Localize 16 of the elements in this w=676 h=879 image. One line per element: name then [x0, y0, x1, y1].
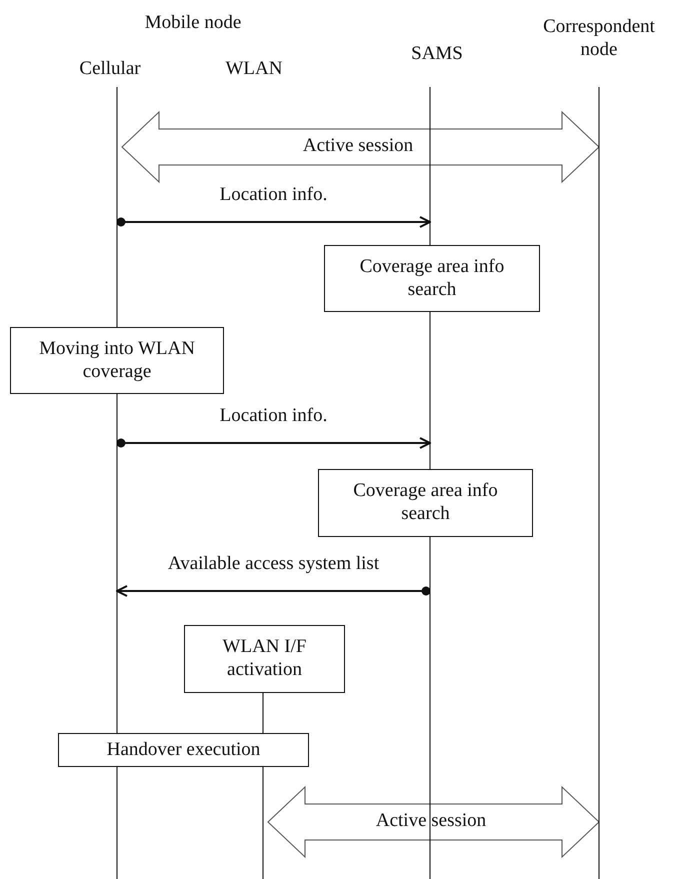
participant-label: WLAN	[226, 58, 282, 80]
activity-box: Handover execution	[58, 733, 309, 767]
double-arrow	[121, 110, 600, 184]
participant-label: Cellular	[79, 58, 141, 80]
double-arrow	[267, 786, 600, 858]
message-label: Available access system list	[166, 553, 382, 575]
message-arrow	[116, 216, 431, 228]
participant-label: SAMS	[411, 42, 463, 66]
message-arrow	[116, 585, 430, 597]
message-arrow	[116, 437, 431, 449]
participant-label: Correspondent node	[542, 16, 656, 62]
activity-box: Coverage area info search	[324, 245, 540, 312]
activity-box: Moving into WLAN coverage	[10, 327, 224, 394]
activity-box: WLAN I/F activation	[184, 625, 345, 693]
group-label: Mobile node	[144, 12, 242, 34]
activity-box: Coverage area info search	[318, 469, 533, 537]
